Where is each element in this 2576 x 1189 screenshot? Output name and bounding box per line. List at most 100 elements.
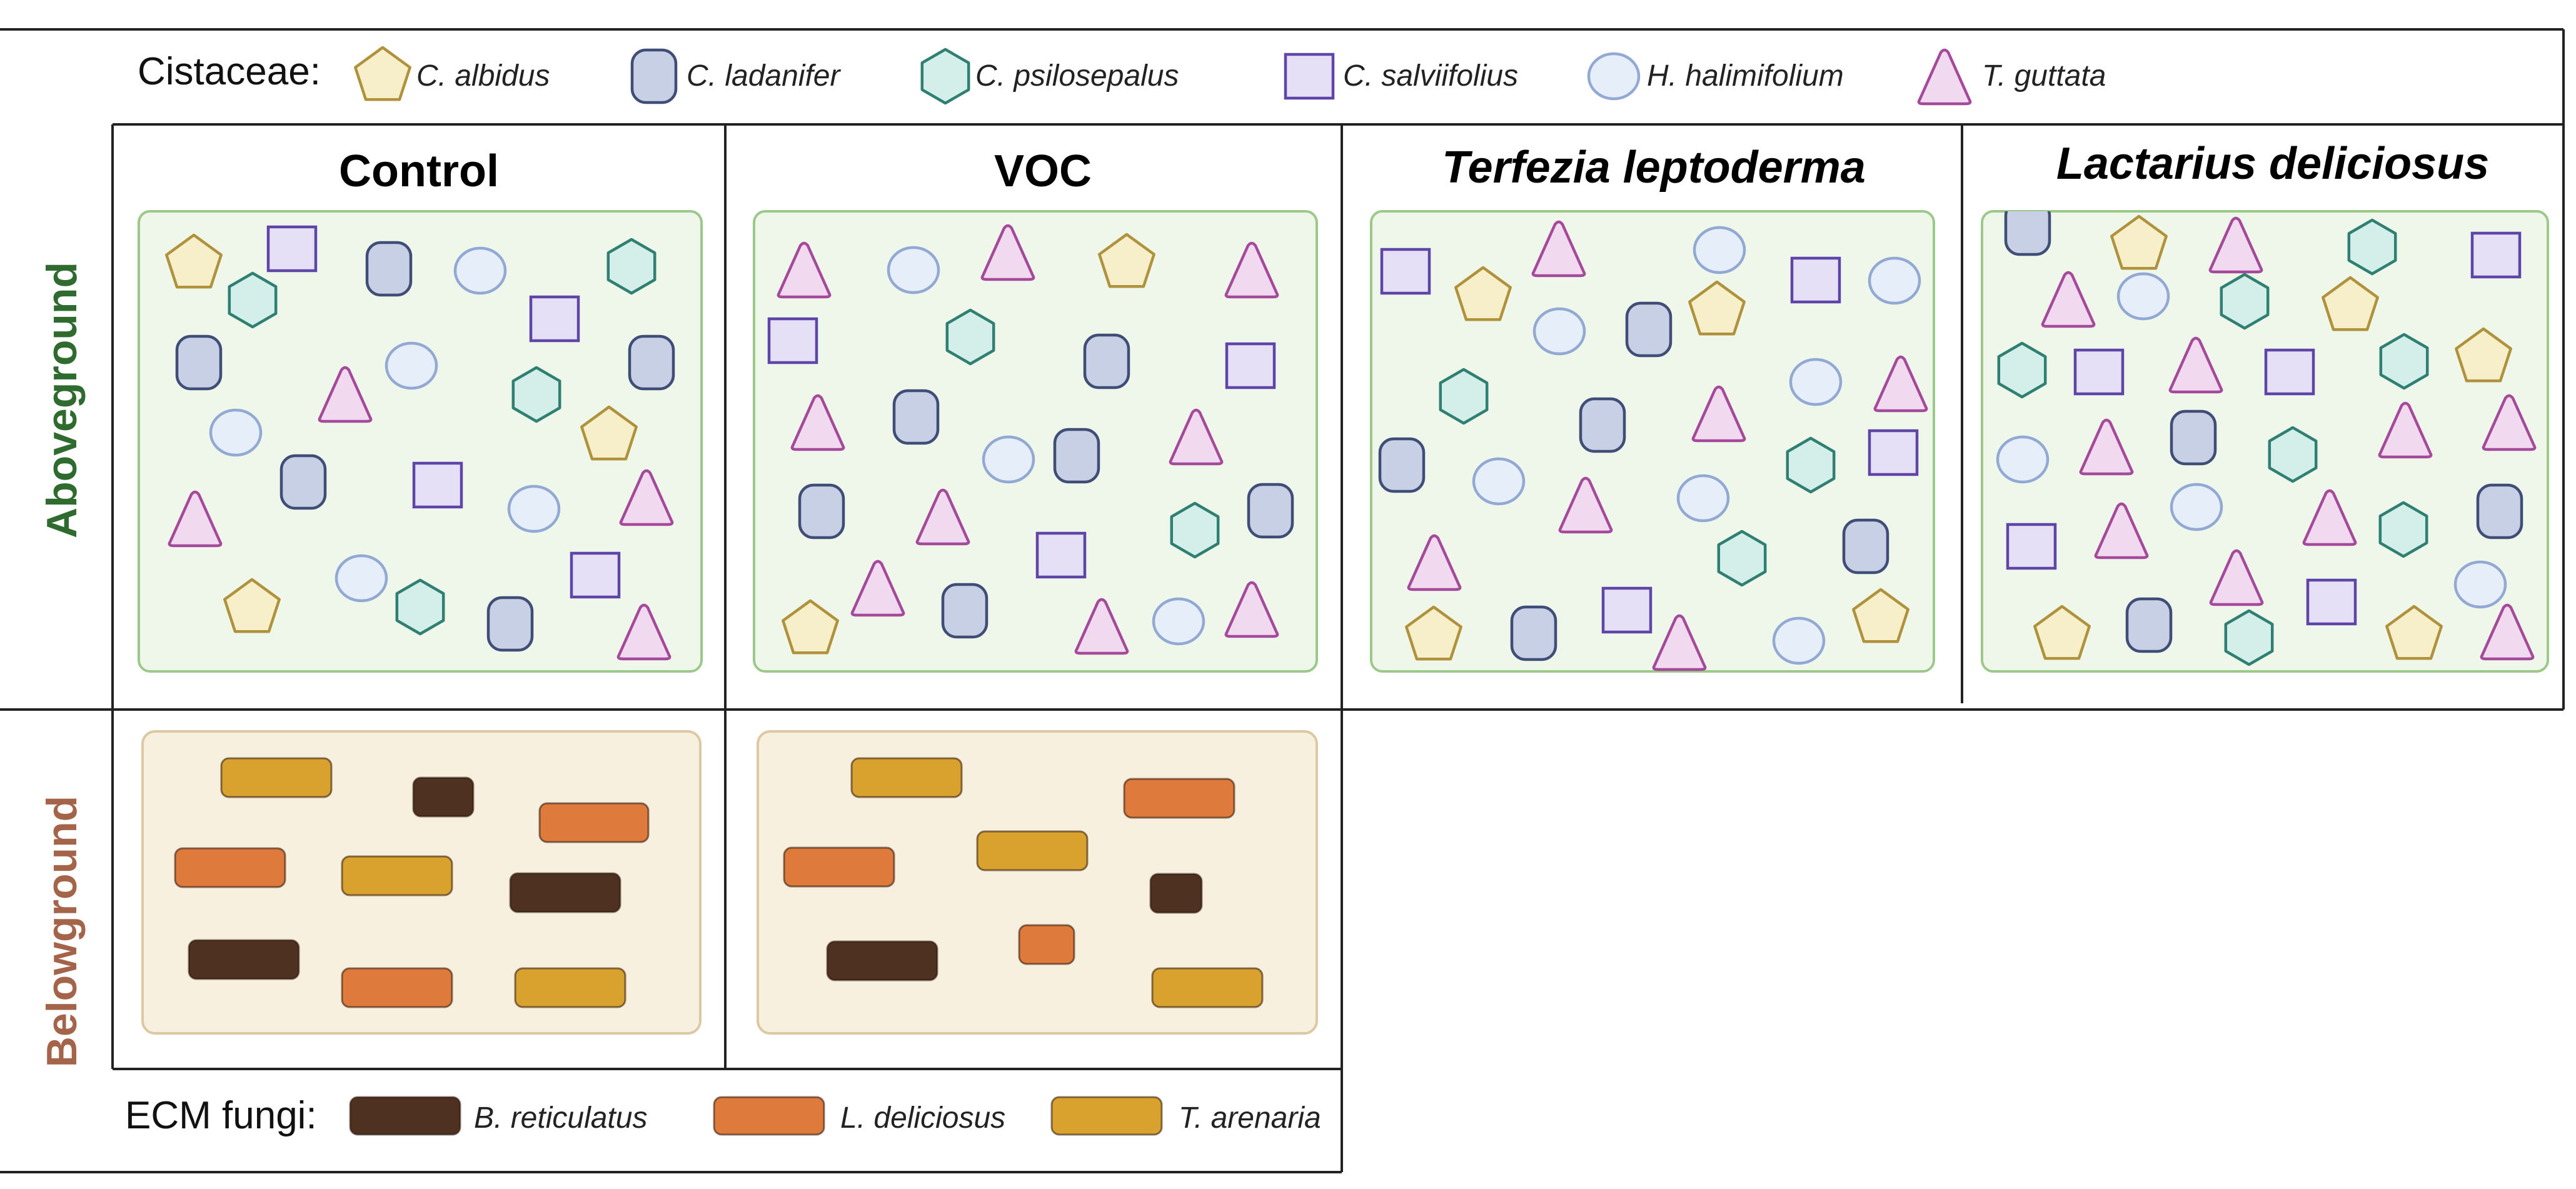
triangle-icon	[168, 490, 223, 548]
circle-icon	[1676, 474, 1730, 523]
hexagon-icon	[1786, 436, 1836, 494]
legend-item-fungus: B. reticulatus	[349, 1096, 647, 1136]
hexagon-icon	[1439, 368, 1489, 425]
square-icon	[1868, 429, 1919, 476]
triangle-icon	[616, 603, 672, 661]
fungal-block-brown	[509, 872, 621, 913]
triangle-icon	[777, 241, 832, 299]
pentagon-icon	[2110, 214, 2168, 270]
rounded-rect-icon	[630, 48, 678, 104]
hexagon-icon	[1997, 341, 2047, 399]
fungal-block-gold	[220, 757, 333, 798]
fungal-block-orange	[341, 967, 453, 1008]
column-title-voc: VOC	[994, 146, 1092, 196]
triangle-icon	[1407, 534, 1462, 591]
circle-icon	[2453, 560, 2507, 609]
pentagon-icon	[1454, 266, 1512, 321]
triangle-icon	[318, 366, 373, 423]
square-icon	[266, 225, 318, 273]
fungal-block-orange	[1018, 924, 1075, 965]
square-icon	[1790, 256, 1841, 304]
circle-icon	[2116, 272, 2170, 321]
fungal-block-gold	[1151, 967, 1264, 1008]
fungal-block-gold	[850, 757, 963, 798]
fungus-swatch	[1050, 1096, 1163, 1136]
pentagon-icon	[2322, 276, 2379, 331]
belowground-panel	[141, 730, 702, 1035]
fungal-block-gold	[341, 855, 453, 896]
fungal-block-orange	[1123, 778, 1235, 819]
ecm-fungi-legend: ECM fungi: B. reticulatus L. deliciosus T.…	[125, 1094, 1321, 1137]
hexagon-icon	[1170, 501, 1220, 559]
hexagon-icon	[2347, 218, 2397, 276]
pentagon-icon	[2033, 605, 2091, 660]
hexagon-icon	[2378, 501, 2428, 558]
circle-icon	[982, 435, 1035, 484]
rounded-rect-icon	[1247, 483, 1294, 539]
diagram-frame	[0, 28, 2565, 1173]
rounded-rect-icon	[486, 596, 534, 652]
legend-item-rounded-rect: C. ladanifer	[630, 48, 841, 104]
cistaceae-legend-title: Cistaceae:	[138, 50, 321, 93]
pentagon-icon	[165, 233, 223, 289]
legend-item-label: H. halimifolium	[1647, 59, 1844, 93]
legend-item-square: C. salviifolius	[1284, 53, 1518, 100]
cistaceae-legend: Cistaceae: C. albidus C. ladanifer C. psil…	[138, 46, 2106, 106]
legend-item-hexagon: C. psilosepalus	[920, 48, 1179, 105]
square-icon	[1225, 342, 1276, 389]
hexagon-icon	[606, 238, 657, 295]
triangle-icon	[1224, 241, 1279, 299]
legend-item-pentagon: C. albidus	[354, 46, 550, 101]
legend-item-label: T. guttata	[1982, 59, 2106, 93]
hexagon-icon	[511, 366, 561, 423]
square-icon	[2073, 348, 2125, 396]
hexagon-icon	[228, 271, 278, 329]
plant-symbols	[1996, 211, 2537, 666]
square-icon	[767, 317, 818, 364]
pentagon-icon	[1852, 588, 1909, 643]
fungus-swatch	[713, 1096, 825, 1136]
aboveground-panel	[1981, 210, 2549, 673]
triangle-icon	[915, 488, 970, 546]
rounded-rect-icon	[2476, 483, 2523, 539]
ecm-fungi-legend-title: ECM fungi:	[125, 1094, 317, 1137]
triangle-icon	[2480, 603, 2535, 661]
legend-item-label: C. salviifolius	[1343, 59, 1518, 93]
legend-item-fungus: T. arenaria	[1050, 1096, 1321, 1136]
square-icon	[2264, 348, 2315, 396]
circle-icon	[1996, 435, 2050, 484]
hexagon-icon	[1717, 529, 1767, 587]
legend-item-label: L. deliciosus	[840, 1101, 1005, 1135]
hexagon-icon	[945, 308, 995, 366]
rounded-rect-icon	[175, 334, 223, 391]
rounded-rect-icon	[2004, 211, 2051, 256]
rounded-rect-icon	[2170, 409, 2217, 466]
panel-background	[1370, 210, 1935, 673]
circle-icon	[1693, 226, 1746, 274]
triangle-icon	[2168, 336, 2223, 394]
rounded-rect-icon	[628, 334, 675, 391]
circle-icon	[209, 408, 263, 457]
triangle-icon	[850, 559, 905, 617]
square-icon	[412, 461, 463, 509]
plant-symbols	[165, 225, 675, 661]
legend-item-label: T. arenaria	[1179, 1101, 1321, 1135]
triangle-icon	[1169, 408, 1224, 466]
square-icon	[1035, 531, 1087, 579]
triangle-icon	[1074, 598, 1129, 655]
pentagon-icon	[580, 405, 638, 461]
triangle-icon	[2378, 401, 2433, 459]
circle-icon	[335, 554, 388, 603]
pentagon-icon	[2385, 605, 2443, 660]
plant-symbols	[1378, 220, 1928, 671]
legend-item-triangle: T. guttata	[1917, 48, 2106, 106]
circle-icon	[385, 341, 438, 390]
square-icon	[2470, 231, 2522, 279]
triangle-icon	[1558, 476, 1613, 534]
column-titles: Control VOC Terfezia leptoderma Lactariu…	[339, 139, 2489, 196]
legend-item-label: C. ladanifer	[687, 59, 841, 93]
rounded-rect-icon	[798, 483, 845, 539]
rounded-rect-icon	[1579, 397, 1626, 453]
rounded-rect-icon	[365, 241, 413, 297]
